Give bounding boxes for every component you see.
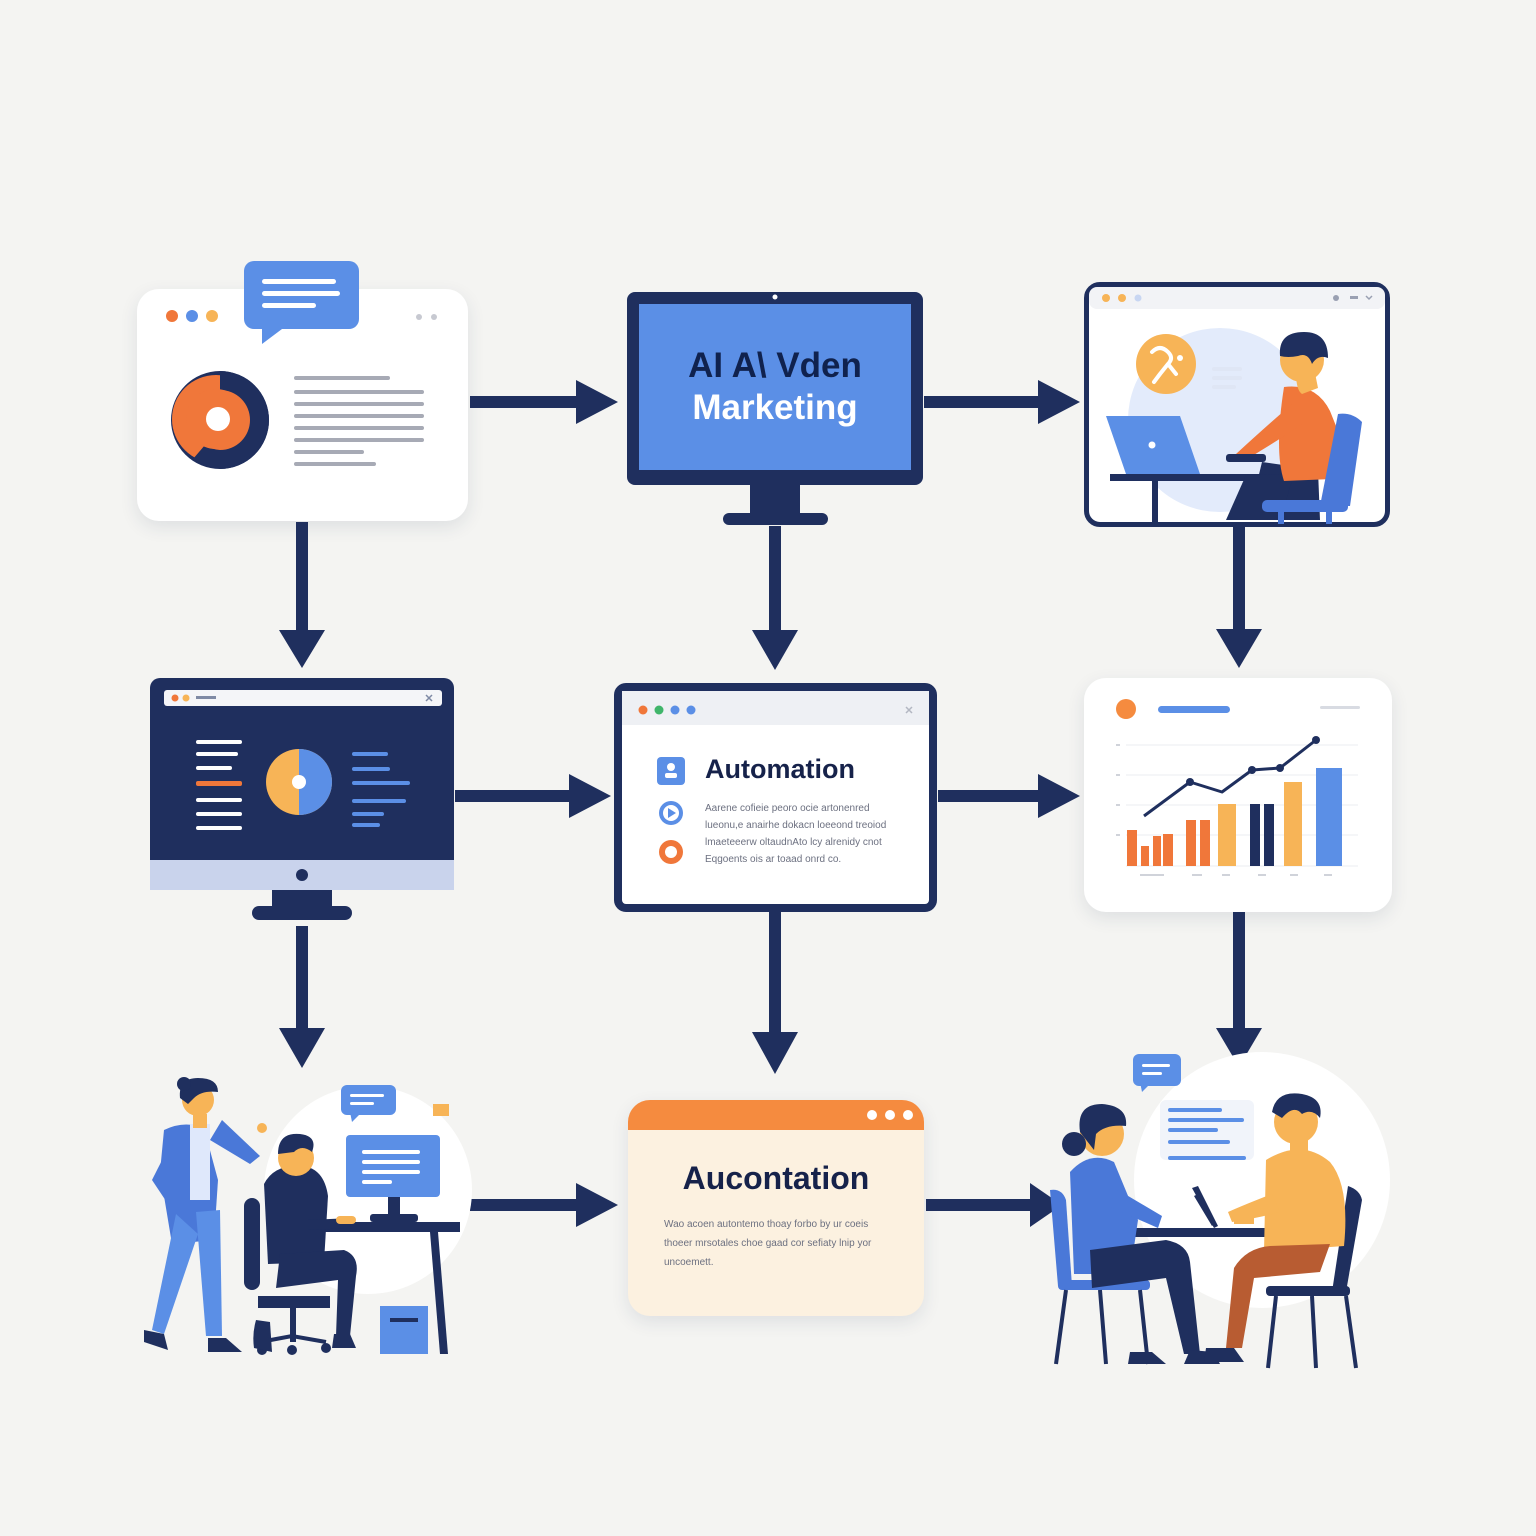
- bar: [1316, 768, 1342, 866]
- bar: [1127, 830, 1137, 866]
- arrow-automation-to-chart: [938, 774, 1080, 818]
- text-lines: [294, 376, 424, 466]
- window-dot-yellow: [206, 310, 218, 322]
- person-at-laptop: [1226, 332, 1350, 520]
- window-dot-blue: [186, 310, 198, 322]
- arrow-dashboard-to-automation: [455, 774, 611, 818]
- monitor-title: AI A\ Vden Marketing: [640, 345, 910, 429]
- arrow-automation-to-aucontation: [752, 912, 798, 1074]
- bar: [1264, 804, 1274, 866]
- dashboard-monitor-icon: [150, 678, 454, 920]
- dashboard-stat-lines: [352, 752, 410, 827]
- bar: [1218, 804, 1236, 866]
- automation-body: Aarene cofieie peoro ocie artonenred lue…: [705, 803, 887, 865]
- seated-person: [244, 1133, 357, 1355]
- window-dot-red: [166, 310, 178, 322]
- standing-person: [144, 1077, 267, 1352]
- meeting-person-right: [1194, 1093, 1362, 1369]
- arrow-monitor-to-workspace: [924, 380, 1080, 424]
- monitor-title-line1: AI A\ Vden: [688, 346, 862, 385]
- arrow-dashboard-to-team: [279, 926, 325, 1068]
- arrow-monitor-to-automation: [752, 526, 798, 670]
- arrow-report-to-monitor: [470, 380, 618, 424]
- bar: [1141, 846, 1149, 866]
- arrow-chart-to-meeting: [1216, 912, 1262, 1067]
- report-card-contents: [166, 261, 437, 469]
- aucontation-title: Aucontation: [682, 1160, 870, 1196]
- automation-window-contents: [622, 691, 929, 864]
- meeting-person-left: [1050, 1104, 1220, 1365]
- aucontation-header-dots: [867, 1110, 913, 1120]
- arrow-report-to-dashboard: [279, 522, 325, 668]
- chat-bubble-icon: [244, 261, 359, 344]
- monitor-title-line2: Marketing: [692, 388, 858, 427]
- connector-arrows: [279, 380, 1262, 1227]
- chair-icon: [1262, 413, 1362, 524]
- bar: [1153, 836, 1161, 866]
- bar: [1163, 834, 1173, 866]
- workspace-scene: [1089, 287, 1385, 524]
- record-circle-icon: [659, 840, 683, 864]
- trend-line: [1143, 738, 1317, 818]
- laptop-icon: [1106, 416, 1270, 481]
- donut-chart-icon: [171, 371, 269, 469]
- dashboard-pie-icon: [266, 749, 332, 815]
- chat-bubble-meeting-icon: [1133, 1054, 1181, 1092]
- team-desk-scene: [144, 1077, 472, 1355]
- meeting-scene: [1050, 1052, 1390, 1369]
- aucontation-body: Wao acoen autontemo thoay forbo by ur co…: [664, 1219, 872, 1268]
- chat-bubble-small-icon: [341, 1085, 396, 1122]
- central-monitor-icon: [627, 292, 923, 525]
- chart-card-contents: [1116, 699, 1360, 876]
- ai-badge-icon: [1136, 334, 1196, 394]
- arrow-aucontation-to-meeting: [926, 1183, 1062, 1227]
- bar: [1186, 820, 1196, 866]
- bar: [1250, 804, 1260, 866]
- arrow-team-to-aucontation: [470, 1183, 618, 1227]
- arrow-workspace-to-chart: [1216, 527, 1262, 668]
- desk-monitor-icon: [346, 1135, 440, 1222]
- play-circle-icon: [659, 801, 683, 825]
- dashboard-menu-lines: [196, 740, 242, 830]
- automation-title: Automation: [705, 754, 855, 784]
- bar: [1200, 820, 1210, 866]
- chart-bars: [1127, 768, 1342, 866]
- bar: [1284, 782, 1302, 866]
- user-badge-icon: [657, 757, 685, 785]
